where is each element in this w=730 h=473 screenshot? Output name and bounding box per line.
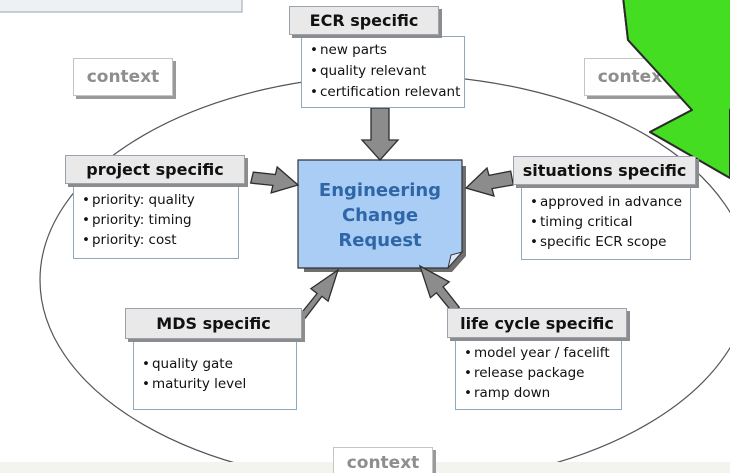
arrow-ecr-to-center [360, 107, 400, 161]
arrow-project-to-center [249, 165, 300, 194]
project-item: priority: quality [82, 190, 234, 210]
ecr-specific-header: ECR specific [289, 6, 439, 35]
situations-specific-header: situations specific [513, 156, 696, 185]
big-green-arrow-overlay [622, 0, 730, 179]
center-title-line-3: Request [338, 229, 422, 251]
top-panel-edge [0, 0, 243, 13]
context-label-left: context [73, 58, 173, 96]
lifecycle-specific-list: model year / facelift release package ra… [455, 338, 622, 410]
mds-specific-header: MDS specific [125, 308, 302, 339]
ecr-item: quality relevant [310, 61, 460, 82]
ecr-item: new parts [310, 40, 460, 61]
context-label-bottom: context [333, 447, 433, 473]
situations-item: approved in advance [530, 192, 686, 212]
mds-item: maturity level [142, 374, 292, 394]
lifecycle-item: release package [464, 363, 617, 383]
lifecycle-item: model year / facelift [464, 343, 617, 363]
center-title: Engineering Change Request [298, 162, 462, 268]
arrow-situations-to-center [464, 166, 515, 197]
project-specific-header: project specific [65, 155, 245, 184]
project-item: priority: cost [82, 230, 234, 250]
project-item: priority: timing [82, 210, 234, 230]
situations-item: specific ECR scope [530, 232, 686, 252]
ecr-item: certification relevant [310, 82, 460, 103]
center-title-line-1: Engineering [318, 179, 442, 201]
ecr-specific-list: new parts quality relevant certification… [301, 36, 465, 108]
center-box-fold [447, 251, 464, 269]
situations-item: timing critical [530, 212, 686, 232]
project-specific-list: priority: quality priority: timing prior… [73, 184, 239, 259]
situations-specific-list: approved in advance timing critical spec… [521, 186, 691, 260]
lifecycle-item: ramp down [464, 383, 617, 403]
center-title-line-2: Change [341, 204, 419, 226]
arrow-mds-to-center [299, 268, 340, 319]
mds-specific-list: quality gate maturity level [133, 339, 297, 410]
mds-item: quality gate [142, 354, 292, 374]
arrow-lifecycle-to-center [418, 264, 461, 314]
lifecycle-specific-header: life cycle specific [447, 308, 627, 338]
